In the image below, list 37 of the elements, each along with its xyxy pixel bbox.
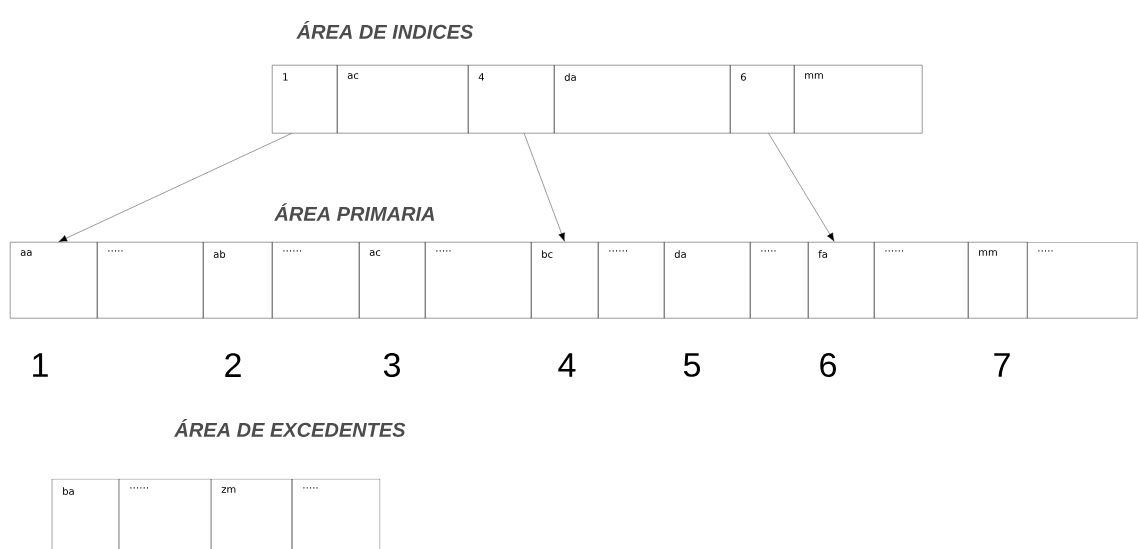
position-number: 2 <box>225 353 241 377</box>
table-cell: …… <box>118 478 212 549</box>
table-cell: ….. <box>750 242 809 319</box>
position-number: 1 <box>33 353 48 377</box>
table-cell: ….. <box>1027 242 1138 319</box>
table-cell: …… <box>272 242 360 319</box>
table-cell: zm <box>210 478 293 549</box>
table-cell: mm <box>968 242 1028 319</box>
table-cell: ac <box>359 242 426 319</box>
position-number: 5 <box>683 353 701 377</box>
table-cell: bc <box>531 242 599 319</box>
table-cell: mm <box>794 65 923 134</box>
area-heading: ÁREA DE INDICES <box>296 21 474 39</box>
arrow <box>58 133 292 242</box>
table-cell: ba <box>51 478 120 549</box>
table-cell: ac <box>337 65 469 134</box>
table-cell: da <box>664 242 751 319</box>
table-cell: 4 <box>468 65 555 134</box>
table-cell: …… <box>598 242 665 319</box>
table-cell: 6 <box>730 65 795 134</box>
position-number: 3 <box>383 352 400 378</box>
table-cell: aa <box>10 242 98 319</box>
table-cell: …… <box>874 242 969 319</box>
table-cell: ab <box>203 242 273 319</box>
table-cell: fa <box>808 242 875 319</box>
table-cell: 1 <box>272 65 338 134</box>
position-number: 7 <box>994 353 1010 377</box>
arrow <box>768 133 835 242</box>
table-cell: ….. <box>291 478 381 549</box>
arrow <box>523 133 565 242</box>
area-heading: ÁREA DE EXCEDENTES <box>174 419 406 437</box>
position-number: 4 <box>558 353 576 377</box>
area-heading: ÁREA PRIMARIA <box>274 203 435 221</box>
table-cell: ….. <box>425 242 532 319</box>
position-number: 6 <box>820 352 836 378</box>
table-cell: da <box>554 65 731 134</box>
table-cell: ….. <box>97 242 204 319</box>
